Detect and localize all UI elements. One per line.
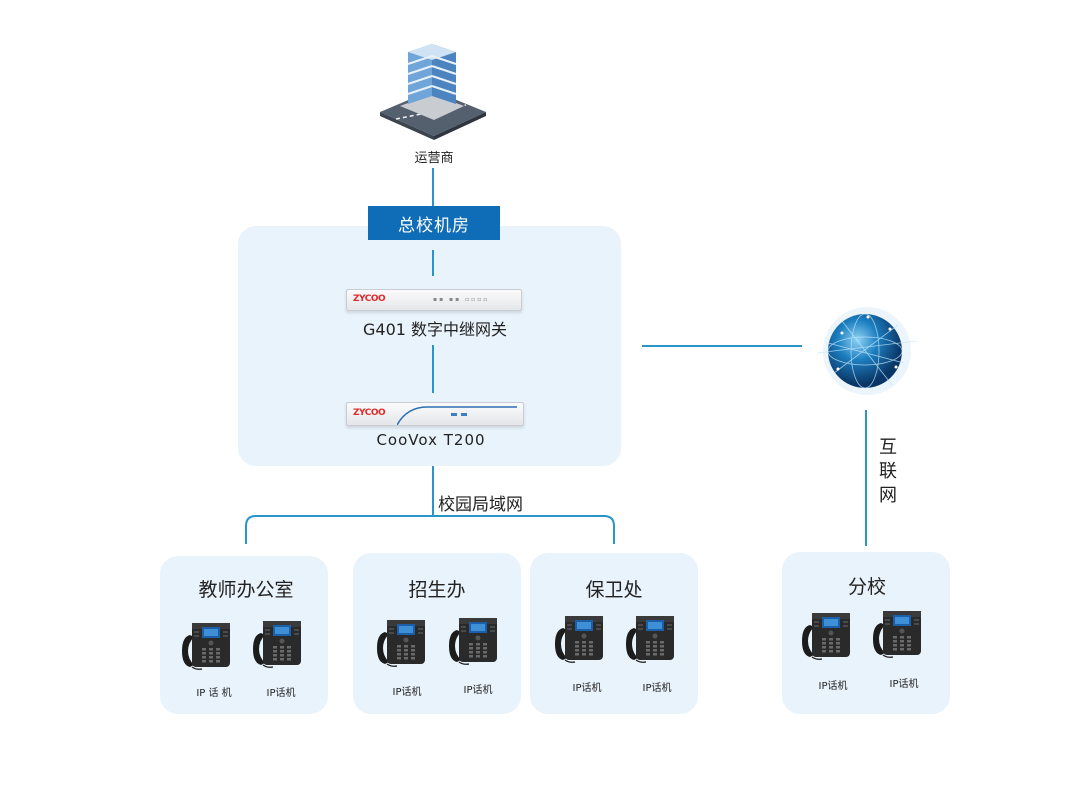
ip-phone-icon bbox=[871, 609, 923, 659]
gateway-ports-icon: ▪▪ ▪▪ ▫▫▫▫ bbox=[433, 296, 490, 303]
internet-label: 互 联 网 bbox=[878, 436, 898, 508]
phone-label: IP话机 bbox=[642, 683, 672, 694]
internet-label-char-1: 互 bbox=[879, 437, 897, 458]
pbx-to-lan-line bbox=[432, 466, 434, 516]
phone-label: IP话机 bbox=[889, 679, 919, 690]
hq-server-room-banner: 总校机房 bbox=[368, 206, 500, 240]
lan-bus-line bbox=[245, 515, 615, 544]
phone-label: IP话机 bbox=[818, 681, 848, 692]
carrier-label: 运营商 bbox=[414, 151, 454, 166]
g401-gateway-device: ZYCOO ▪▪ ▪▪ ▫▫▫▫ bbox=[346, 289, 522, 311]
internet-label-char-2: 联 bbox=[879, 461, 897, 482]
ip-phone-icon bbox=[624, 614, 676, 664]
gateway-to-pbx-line bbox=[432, 345, 434, 393]
internet-label-char-3: 网 bbox=[879, 485, 897, 506]
ip-phone-icon bbox=[553, 614, 605, 664]
t200-pbx-device: ZYCOO bbox=[346, 402, 524, 426]
banner-to-gateway-line bbox=[432, 250, 434, 276]
branch-title: 分校 bbox=[847, 576, 887, 598]
phone-label: IP话机 bbox=[572, 683, 602, 694]
pbx-label: CooVox T200 bbox=[376, 431, 486, 449]
phone-label: IP话机 bbox=[266, 688, 296, 699]
internet-globe-icon bbox=[816, 307, 917, 395]
office-title-teachers: 教师办公室 bbox=[198, 579, 294, 601]
phone-label: IP话机 bbox=[463, 685, 493, 696]
ip-phone-icon bbox=[375, 618, 427, 668]
carrier-to-banner-line bbox=[432, 168, 434, 206]
ip-phone-icon bbox=[180, 621, 232, 671]
gateway-logo: ZYCOO bbox=[353, 294, 386, 304]
office-title-admissions: 招生办 bbox=[408, 579, 466, 601]
ip-phone-icon bbox=[251, 619, 303, 669]
hq-server-room-panel bbox=[238, 226, 621, 466]
internet-to-branch-line bbox=[865, 410, 867, 546]
lan-label: 校园局域网 bbox=[438, 495, 523, 515]
hq-to-internet-line bbox=[642, 345, 802, 347]
pbx-logo: ZYCOO bbox=[353, 408, 386, 418]
carrier-building-icon bbox=[380, 44, 486, 140]
phone-label: IP话机 bbox=[392, 687, 422, 698]
ip-phone-icon bbox=[447, 616, 499, 666]
branch-panel bbox=[782, 552, 950, 714]
ip-phone-icon bbox=[800, 611, 852, 661]
phone-label: IP 话 机 bbox=[196, 688, 232, 699]
gateway-label: G401 数字中继网关 bbox=[362, 320, 508, 339]
pbx-front-stripe-icon bbox=[397, 406, 517, 425]
office-title-security: 保卫处 bbox=[585, 579, 643, 601]
